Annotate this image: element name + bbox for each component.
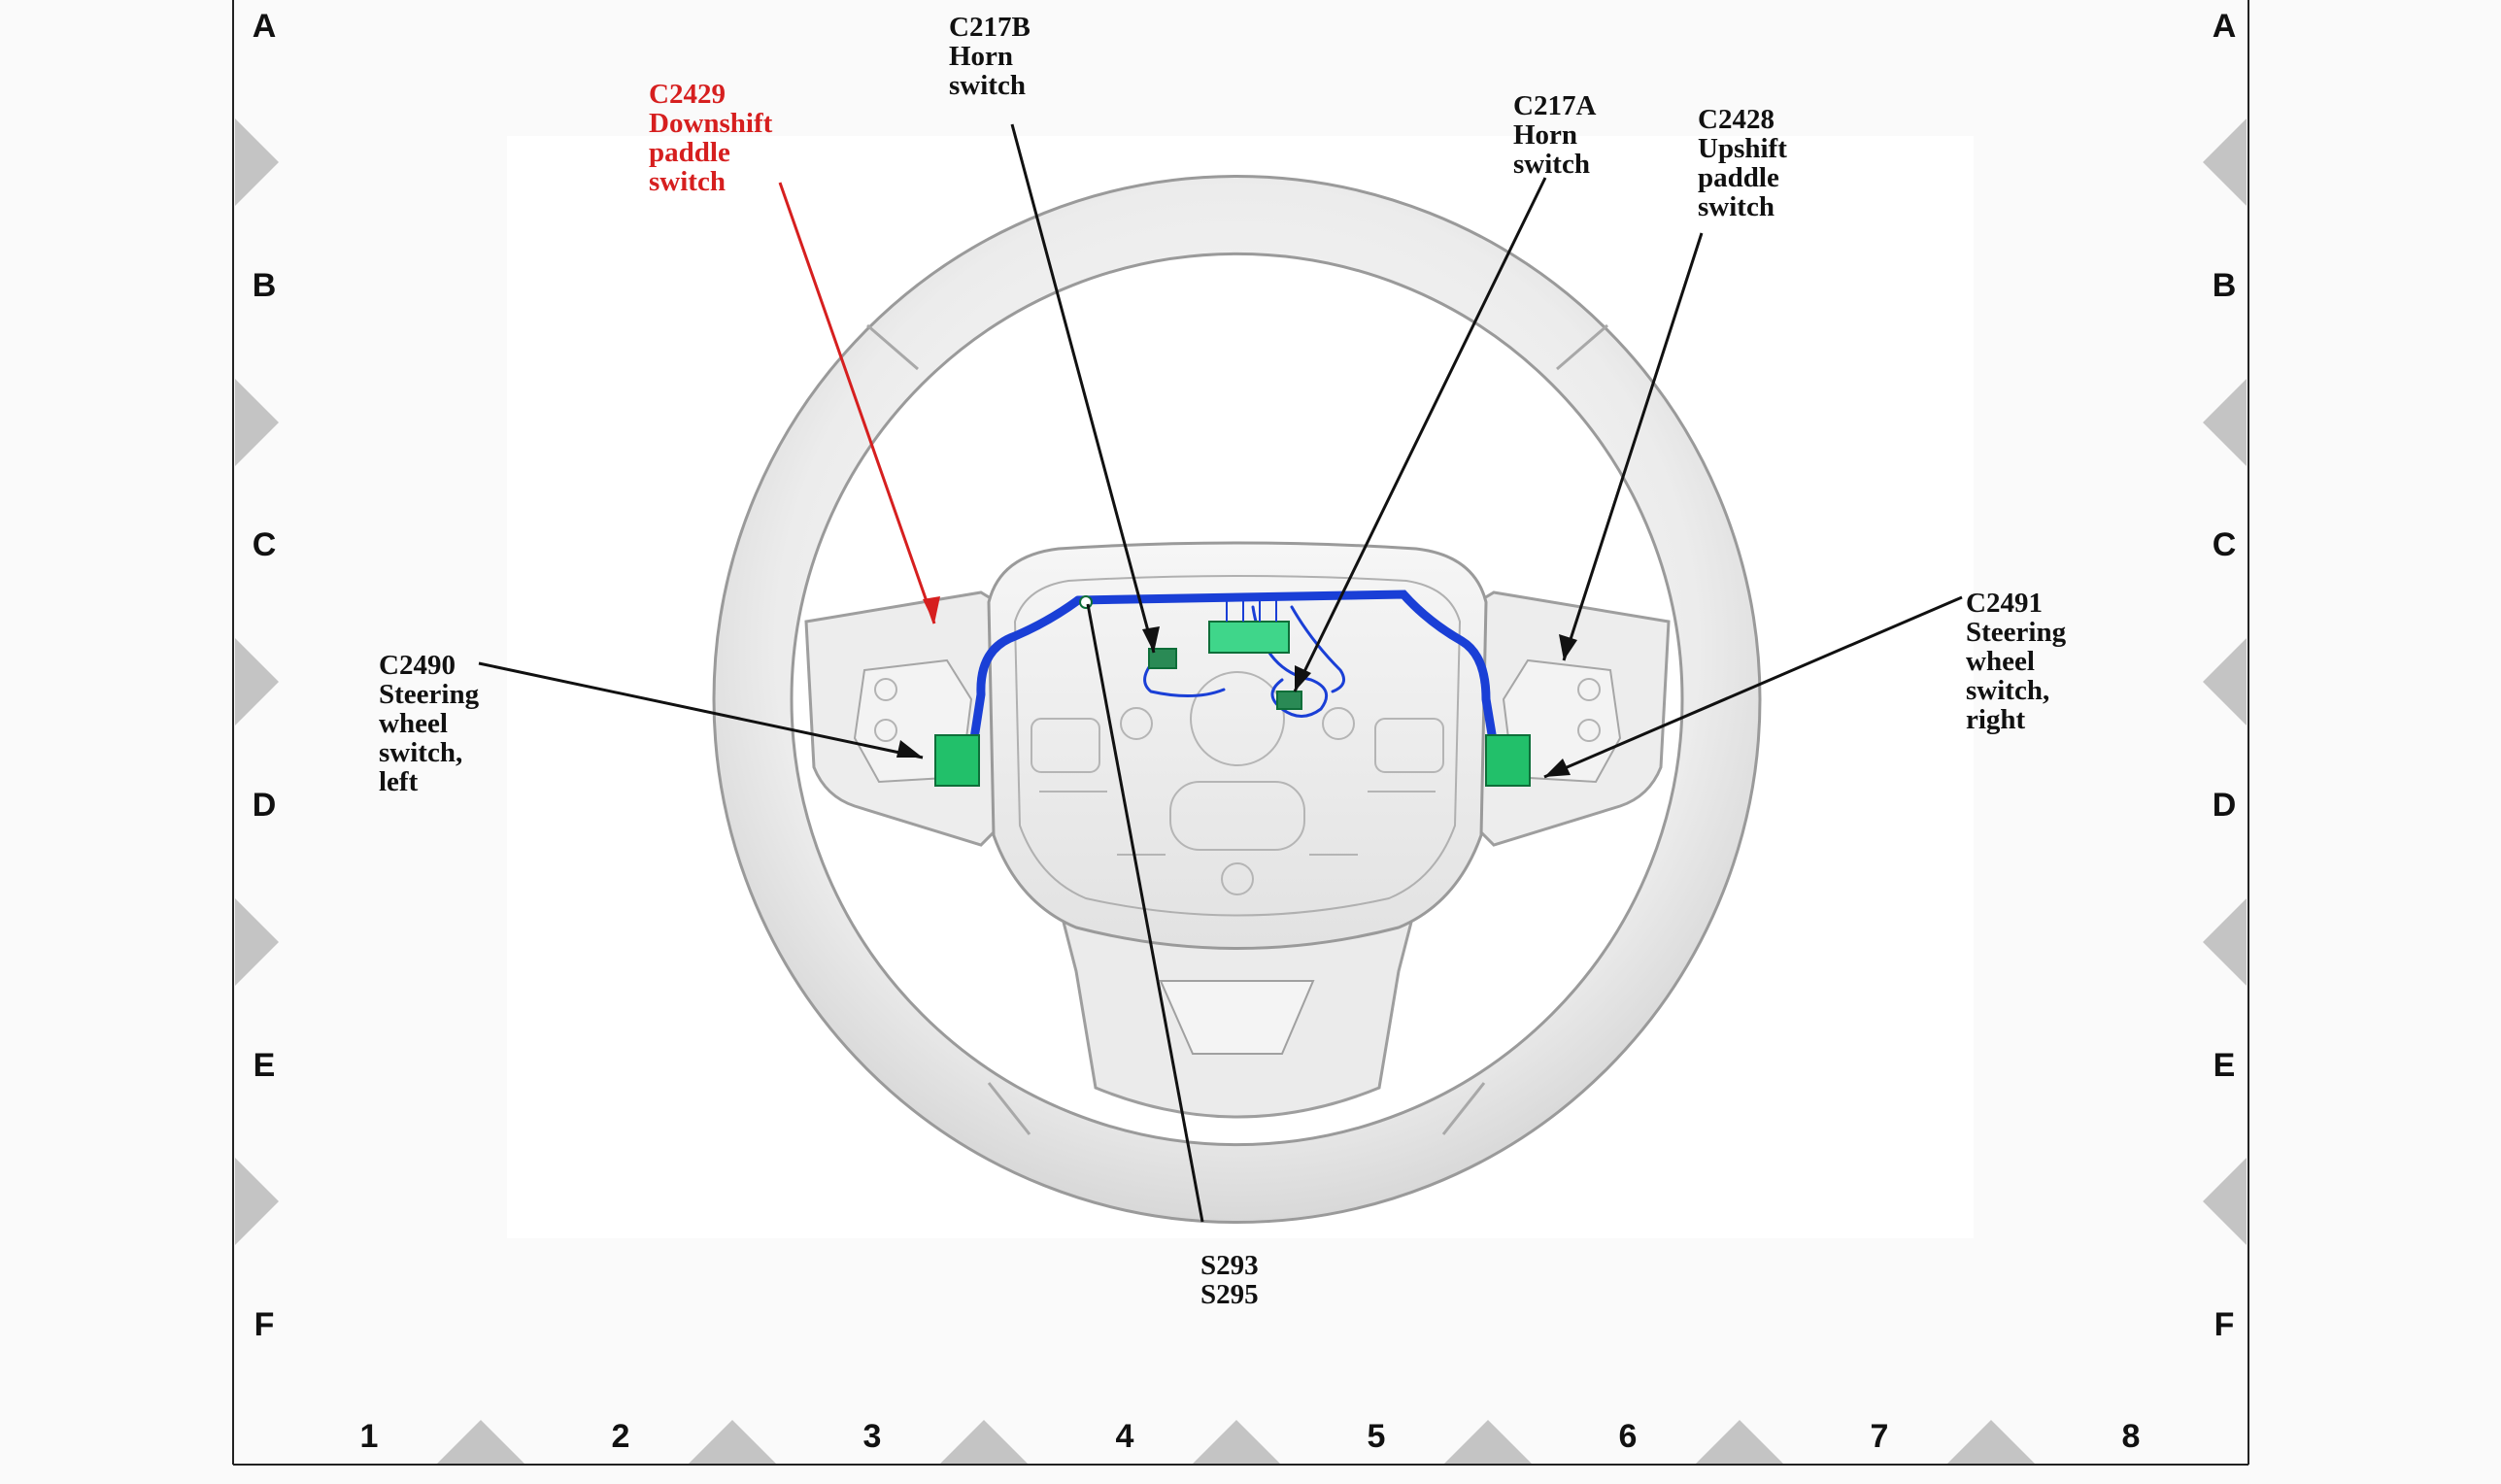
grid-row-label: C — [2213, 526, 2237, 563]
leader-arrowheads — [896, 596, 1577, 777]
sheet-frame — [232, 0, 2249, 1466]
connector-c217a — [1276, 691, 1302, 710]
grid-column-labels: 1 2 3 4 5 6 7 8 — [360, 1418, 2141, 1455]
border-marker — [2203, 898, 2247, 986]
callout-text-line: C217B — [949, 12, 1031, 43]
callout-text-line: S293 — [1200, 1250, 1259, 1281]
grid-column-label: 2 — [612, 1418, 630, 1455]
leader-c217a — [1293, 177, 1547, 692]
leader-c217b — [1010, 123, 1156, 654]
callout-text-line: C2429 — [649, 79, 726, 110]
callout-text-line: paddle — [1698, 162, 1779, 193]
border-marker — [2203, 638, 2247, 725]
leader-c2490 — [478, 661, 924, 759]
border-marker — [2203, 1158, 2247, 1245]
grid-column-label: 6 — [1619, 1418, 1638, 1455]
grid-row-label: B — [253, 267, 277, 304]
border-marker — [1696, 1420, 1783, 1464]
connector-c2490 — [934, 734, 980, 787]
grid-column-label: 4 — [1116, 1418, 1134, 1455]
callout-text-line: switch, — [379, 737, 462, 768]
callout-text-line: switch, — [1966, 675, 2049, 706]
border-marker — [235, 1158, 279, 1245]
leader-lines — [478, 123, 1963, 1223]
leader-c2429 — [778, 182, 936, 624]
callout-text-line: Downshift — [649, 108, 773, 139]
callout-text-line: Steering — [379, 679, 480, 710]
border-marker — [235, 898, 279, 986]
callout-text-line: paddle — [649, 137, 730, 168]
callout-text-line: Upshift — [1698, 133, 1787, 164]
leader-c2491 — [1543, 595, 1963, 779]
border-marker — [1444, 1420, 1532, 1464]
grid-column-label: 8 — [2122, 1418, 2141, 1455]
border-marker — [437, 1420, 524, 1464]
grid-column-label: 5 — [1368, 1418, 1386, 1455]
border-marker — [1193, 1420, 1280, 1464]
callout-text-line: Horn — [949, 41, 1013, 72]
grid-row-label: C — [253, 526, 277, 563]
connector-hub-bundle — [1208, 621, 1290, 654]
leader-c2428 — [1562, 232, 1704, 661]
grid-row-label: E — [2214, 1047, 2236, 1084]
border-marker — [235, 379, 279, 466]
border-marker — [1947, 1420, 2035, 1464]
grid-column-label: 1 — [360, 1418, 379, 1455]
leader-s293 — [1086, 603, 1204, 1223]
steering-wheel-rim — [712, 175, 1762, 1224]
callout-text-line: left — [379, 766, 419, 797]
grid-column-label: 7 — [1871, 1418, 1889, 1455]
grid-row-label: A — [2213, 8, 2237, 45]
grid-row-label: D — [2213, 787, 2237, 824]
border-marker — [689, 1420, 776, 1464]
grid-row-label: E — [253, 1047, 276, 1084]
callout-text-line: Horn — [1513, 119, 1577, 151]
callout-text-line: switch — [649, 166, 726, 197]
border-marker — [2203, 379, 2247, 466]
grid-row-label: F — [254, 1306, 275, 1343]
connector-c2491 — [1485, 734, 1531, 787]
callout-text-line: right — [1966, 704, 2026, 735]
wiring-harness — [966, 590, 1501, 762]
callout-text-line: Steering — [1966, 617, 2067, 648]
grid-column-label: 3 — [863, 1418, 882, 1455]
callout-text-line: wheel — [1966, 646, 2035, 677]
callout-text-line: C2491 — [1966, 588, 2043, 619]
grid-row-labels-right: A B C D E F — [2213, 8, 2237, 1343]
border-marker — [2203, 118, 2247, 206]
callout-text-line: C2490 — [379, 650, 456, 681]
grid-row-labels-left: A B C D E F — [253, 8, 277, 1343]
grid-row-label: A — [253, 8, 277, 45]
connectors — [934, 595, 1531, 787]
border-marker — [235, 118, 279, 206]
callout-text-line: C217A — [1513, 90, 1596, 121]
airbag-hub — [987, 541, 1488, 950]
callout-text-line: S295 — [1200, 1279, 1259, 1310]
grid-border-markers — [235, 118, 2247, 1464]
callout-text-line: switch — [1698, 191, 1774, 222]
grid-row-label: D — [253, 787, 277, 824]
callout-text-line: switch — [1513, 149, 1590, 180]
callout-text-line: wheel — [379, 708, 448, 739]
connector-c217b — [1148, 648, 1177, 669]
grid-row-label: F — [2214, 1306, 2235, 1343]
callout-text-line: C2428 — [1698, 104, 1774, 135]
border-marker — [940, 1420, 1028, 1464]
grid-row-label: B — [2213, 267, 2237, 304]
callout-text-line: switch — [949, 70, 1026, 101]
border-marker — [235, 638, 279, 725]
splice-s293 — [1079, 595, 1093, 609]
